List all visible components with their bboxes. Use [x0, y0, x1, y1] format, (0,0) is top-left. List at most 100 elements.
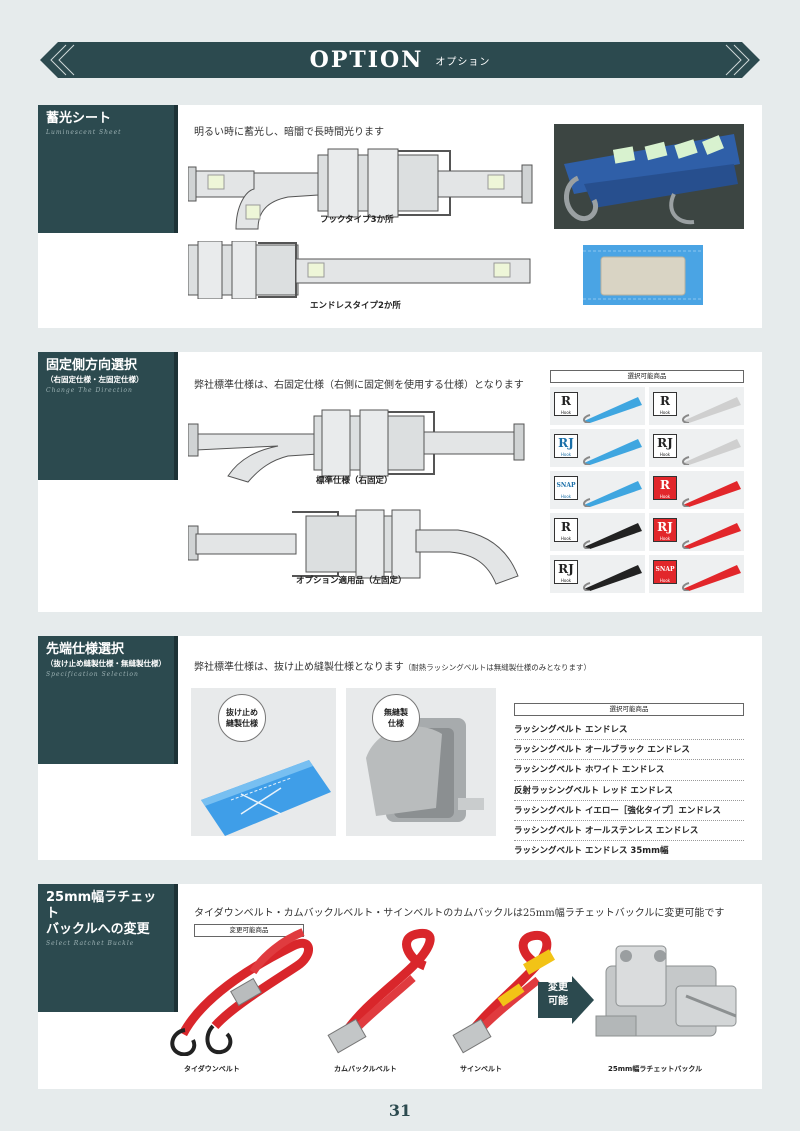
product-type-sub: Hook [659, 494, 671, 499]
section-subtitle: （右固定仕様・左固定仕様） [46, 375, 144, 384]
stitched-end-photo [191, 688, 336, 836]
section-change-direction: 固定側方向選択 （右固定仕様・左固定仕様） Change The Directi… [38, 352, 762, 612]
product-type-label: R Hook [554, 518, 578, 542]
ratchet-buckle-photo [595, 945, 737, 1037]
caption-option: オプション適用品（左固定） [296, 576, 407, 586]
product-type-sub: Hook [560, 452, 572, 457]
product-type-label: RJ Hook [554, 434, 578, 458]
banner-title: OPTION [309, 47, 424, 73]
product-type-label: RJ Hook [653, 518, 677, 542]
strap-icon [682, 439, 741, 465]
list-item: ラッシングベルト イエロー［強化タイプ］エンドレス [514, 801, 744, 821]
product-cell: SNAP Hook [550, 471, 645, 509]
product-type-sub: Hook [560, 410, 572, 415]
section-tab: 固定側方向選択 （右固定仕様・左固定仕様） Change The Directi… [38, 352, 178, 480]
product-type-sub: Hook [659, 452, 671, 457]
caption-hook-type: フックタイプ3か所 [320, 215, 394, 225]
section-english: Specification Selection [46, 671, 139, 678]
non-stitched-tag-text: 無縫製 仕様 [384, 708, 408, 728]
section-tab: 25mm幅ラチェット バックルへの変更 Select Ratchet Buckl… [38, 884, 178, 1012]
changeable-products-heading: 変更可能商品 [194, 924, 304, 937]
product-type-label: SNAP Hook [653, 560, 677, 584]
product-type-label: SNAP Hook [554, 476, 578, 500]
product-type-label: R Hook [653, 392, 677, 416]
lead-note: （耐熱ラッシングベルトは無縫製仕様のみとなります） [403, 663, 591, 672]
product-type-sub: Hook [659, 410, 671, 415]
product-type-text: SNAP [655, 566, 675, 573]
hook-type-diagram [188, 148, 533, 230]
endless-type-diagram [188, 241, 531, 299]
sign-belt-photo [452, 930, 555, 1054]
caption-endless-type: エンドレスタイプ2か所 [310, 301, 401, 311]
section-subtitle: （抜け止め縫製仕様・無縫製仕様） [46, 659, 166, 668]
section-lead: 弊社標準仕様は、抜け止め縫製仕様となります（耐熱ラッシングベルトは無縫製仕様のみ… [194, 658, 591, 673]
non-stitched-photo [346, 688, 496, 836]
section-title: 25mm幅ラチェット バックルへの変更 [46, 890, 157, 937]
section-tab: 先端仕様選択 （抜け止め縫製仕様・無縫製仕様） Specification Se… [38, 636, 178, 764]
product-type-text: R [561, 520, 571, 534]
product-cell: RJ Hook [550, 429, 645, 467]
selectable-products-heading: 選択可能商品 [514, 703, 744, 716]
strap-icon [682, 523, 741, 549]
section-title: 蓄光シート [46, 111, 112, 126]
option-left-fixed-diagram [188, 509, 519, 585]
list-item: ラッシングベルト エンドレス [514, 720, 744, 741]
product-type-text: R [660, 394, 670, 408]
product-type-text: RJ [657, 520, 673, 534]
list-item: ラッシングベルト ホワイト エンドレス [514, 760, 744, 781]
product-type-sub: Hook [560, 494, 572, 499]
luminescent-sheet-photo [583, 245, 703, 305]
product-cell: R Hook [550, 387, 645, 425]
section-lead: タイダウンベルト・カムバックルベルト・サインベルトのカムバックルは25mm幅ラチ… [194, 908, 725, 919]
product-type-text: RJ [558, 562, 574, 576]
section-title: 固定側方向選択 [46, 358, 138, 373]
section-english: Luminescent Sheet [46, 129, 122, 136]
strap-icon [583, 397, 642, 423]
list-item: ラッシングベルト エンドレス 35mm幅 [514, 846, 669, 857]
product-type-sub: Hook [659, 536, 671, 541]
list-item: 反射ラッシングベルト レッド エンドレス [514, 781, 744, 801]
product-type-text: R [561, 394, 571, 408]
product-cell: R Hook [550, 513, 645, 551]
strap-icon [583, 523, 642, 549]
section-tab: 蓄光シート Luminescent Sheet [38, 105, 178, 233]
product-cell: RJ Hook [550, 555, 645, 593]
product-type-sub: Hook [560, 536, 572, 541]
product-type-text: RJ [558, 436, 574, 450]
section-title: 先端仕様選択 [46, 642, 125, 657]
banner-subtitle: オプション [435, 56, 491, 68]
product-cell: RJ Hook [649, 513, 744, 551]
list-item: ラッシングベルト オールブラック エンドレス [514, 740, 744, 761]
caption-cam-buckle-belt: カムバックルベルト [334, 1065, 397, 1073]
section-lead: 明るい時に蓄光し、暗闇で長時間光ります [194, 127, 384, 138]
product-cell: SNAP Hook [649, 555, 744, 593]
arrow-icon [538, 976, 594, 1024]
caption-standard: 標準仕様（右固定） [316, 476, 393, 486]
product-type-sub: Hook [560, 578, 572, 583]
standard-right-fixed-diagram [188, 409, 525, 483]
product-type-sub: Hook [659, 578, 671, 583]
strap-icon [682, 565, 741, 591]
glow-in-dark-photo [554, 124, 744, 229]
product-type-label: R Hook [653, 476, 677, 500]
cam-buckle-belt-photo [327, 928, 435, 1054]
caption-ratchet-buckle: 25mm幅ラチェットバックル [608, 1065, 703, 1073]
product-type-text: SNAP [556, 482, 576, 489]
caption-tie-down-belt: タイダウンベルト [184, 1065, 240, 1073]
section-specification-selection: 先端仕様選択 （抜け止め縫製仕様・無縫製仕様） Specification Se… [38, 636, 762, 860]
strap-icon [583, 565, 642, 591]
option-banner: OPTION オプション [40, 42, 760, 78]
lead-main: 弊社標準仕様は、抜け止め縫製仕様となります [194, 662, 404, 673]
section-select-ratchet-buckle: 25mm幅ラチェット バックルへの変更 Select Ratchet Buckl… [38, 884, 762, 1089]
strap-icon [583, 481, 642, 507]
product-type-text: R [660, 478, 670, 492]
tie-down-belt-photo [170, 928, 313, 1056]
section-english: Change The Direction [46, 387, 133, 394]
strap-icon [682, 397, 741, 423]
stitched-tag-text: 抜け止め 縫製仕様 [226, 708, 258, 728]
section-english: Select Ratchet Buckle [46, 940, 135, 947]
non-stitched-tag: 無縫製 仕様 [372, 694, 420, 742]
